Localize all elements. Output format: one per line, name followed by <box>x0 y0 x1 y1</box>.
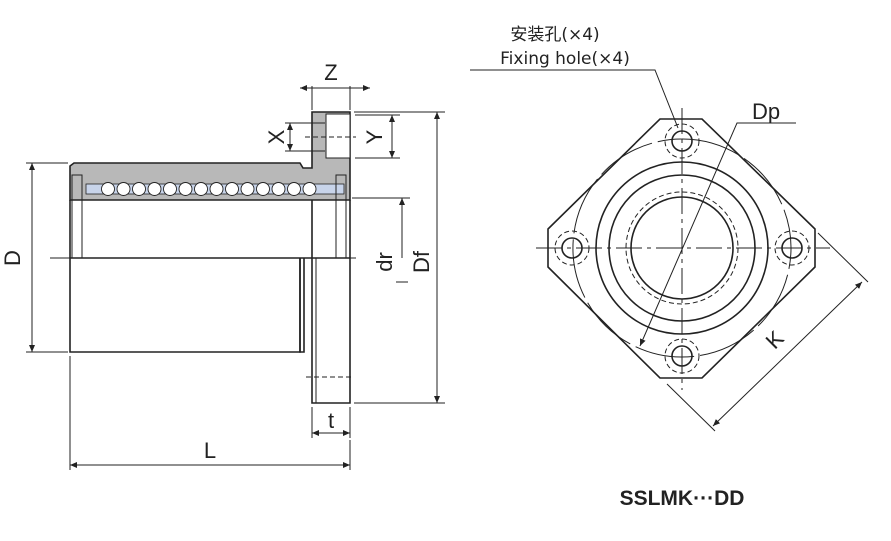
fixing-hole-label-cn: 安装孔(×4) <box>510 25 599 45</box>
ball <box>116 182 131 196</box>
ball-row <box>101 182 317 196</box>
ball <box>163 182 177 196</box>
ball <box>302 182 317 196</box>
ball <box>178 182 193 196</box>
ball <box>240 182 255 196</box>
body-outline <box>69 200 350 353</box>
dim-l: L <box>204 438 216 463</box>
dim-y: Y <box>362 129 387 144</box>
dim-t: t <box>328 408 334 433</box>
model-name: SSLMK···DD <box>620 487 745 510</box>
ball <box>225 182 239 196</box>
ball <box>132 182 146 196</box>
flange-outline <box>299 200 351 404</box>
ball <box>209 182 224 196</box>
ball <box>147 182 162 196</box>
ball <box>101 182 115 196</box>
dim-dp: Dp <box>752 99 780 124</box>
ball <box>271 182 286 196</box>
fixing-hole-label-en: Fixing hole(×4) <box>500 49 630 69</box>
fixing-hole-leader <box>470 69 679 129</box>
front-view: 安装孔(×4) Fixing hole(×4) Dp K <box>470 25 869 432</box>
ball <box>194 182 208 196</box>
dim-dr: dr <box>372 252 397 272</box>
square-flange <box>547 118 816 379</box>
dim-x: X <box>264 129 289 144</box>
fixing-hole-section <box>325 113 351 159</box>
dim-z: Z <box>324 60 337 85</box>
ball <box>256 182 270 196</box>
dim-d: D <box>0 250 25 266</box>
outer-shell <box>69 111 351 201</box>
side-view: Z X Y D dr Df t L <box>0 60 445 470</box>
dim-k: K <box>761 325 789 353</box>
ball <box>287 182 301 196</box>
dp-leader <box>639 122 796 347</box>
dim-df: Df <box>409 250 434 273</box>
